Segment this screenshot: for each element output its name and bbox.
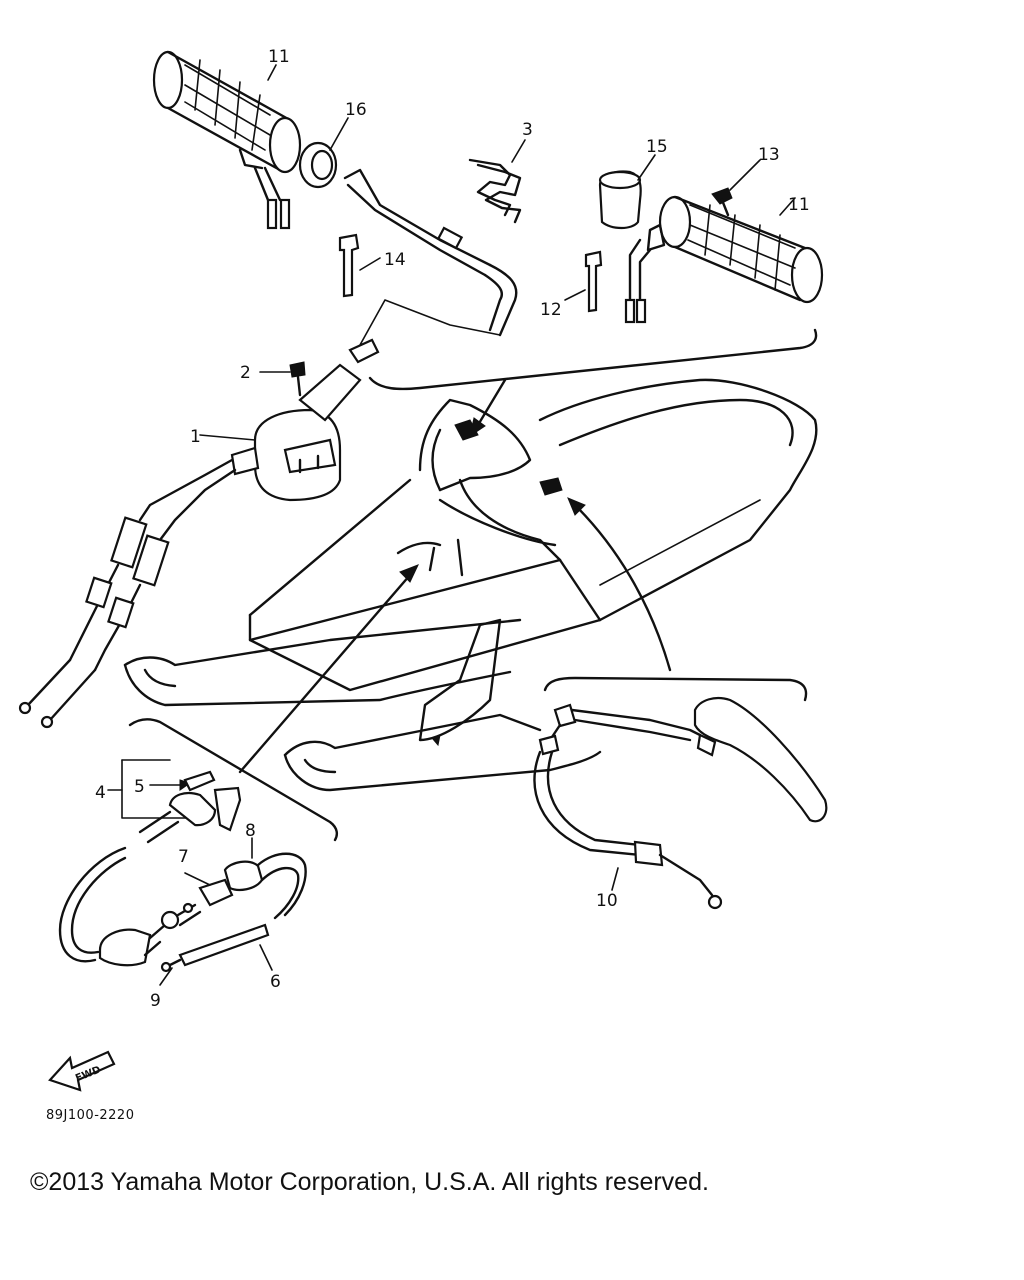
- left-grip-part: [152, 50, 302, 230]
- spring-clip-part: [468, 139, 526, 224]
- callout-1: 1: [190, 427, 201, 447]
- callout-3: 3: [522, 120, 533, 140]
- copyright-notice: ©2013 Yamaha Motor Corporation, U.S.A. A…: [30, 1168, 709, 1196]
- callout-16: 16: [345, 100, 367, 120]
- callout-6: 6: [270, 972, 281, 992]
- callout-8: 8: [245, 821, 256, 841]
- throttle-cable-part: [343, 168, 518, 337]
- twin-cables: [18, 458, 237, 729]
- callout-11-left: 11: [268, 47, 290, 67]
- right-grip-part: [624, 195, 824, 324]
- callout-7: 7: [178, 847, 189, 867]
- throttle-housing-part: [199, 338, 380, 502]
- bracket-part-12: [564, 250, 603, 313]
- callout-9: 9: [150, 991, 161, 1011]
- callout-11-right: 11: [788, 195, 810, 215]
- parts-diagram: FWD 11 16 3 15 13 11 14 12 2 1 5 4 8 7 1…: [18, 47, 828, 1123]
- arrow-line: [476, 378, 507, 427]
- bracket-line: [368, 328, 818, 391]
- bracket-line: [128, 718, 339, 842]
- bracket-line: [543, 676, 808, 702]
- callout-5: 5: [134, 777, 145, 797]
- screw-part-2: [259, 361, 306, 397]
- screw-part-13: [711, 159, 761, 217]
- stop-switch-part: [58, 759, 242, 963]
- collar-part: [298, 117, 349, 189]
- collar-part-15: [598, 154, 656, 230]
- arrow-line: [238, 573, 412, 774]
- callout-13: 13: [758, 145, 780, 165]
- callout-numbers: 11 16 3 15 13 11 14 12 2 1 5 4 8 7 10 6 …: [95, 47, 810, 1011]
- callout-12: 12: [540, 300, 562, 320]
- leader-line: [359, 299, 501, 346]
- fwd-direction-icon: FWD: [48, 1050, 116, 1092]
- choke-cable-part: [98, 837, 307, 986]
- callout-15: 15: [646, 137, 668, 157]
- bracket-part-14: [338, 233, 381, 298]
- callout-2: 2: [240, 363, 251, 383]
- arrow-line: [573, 503, 672, 672]
- callout-4: 4: [95, 783, 106, 803]
- callout-14: 14: [384, 250, 406, 270]
- diagram-code: 89J100-2220: [46, 1108, 134, 1123]
- brake-cable-part: [533, 696, 828, 910]
- callout-10: 10: [596, 891, 618, 911]
